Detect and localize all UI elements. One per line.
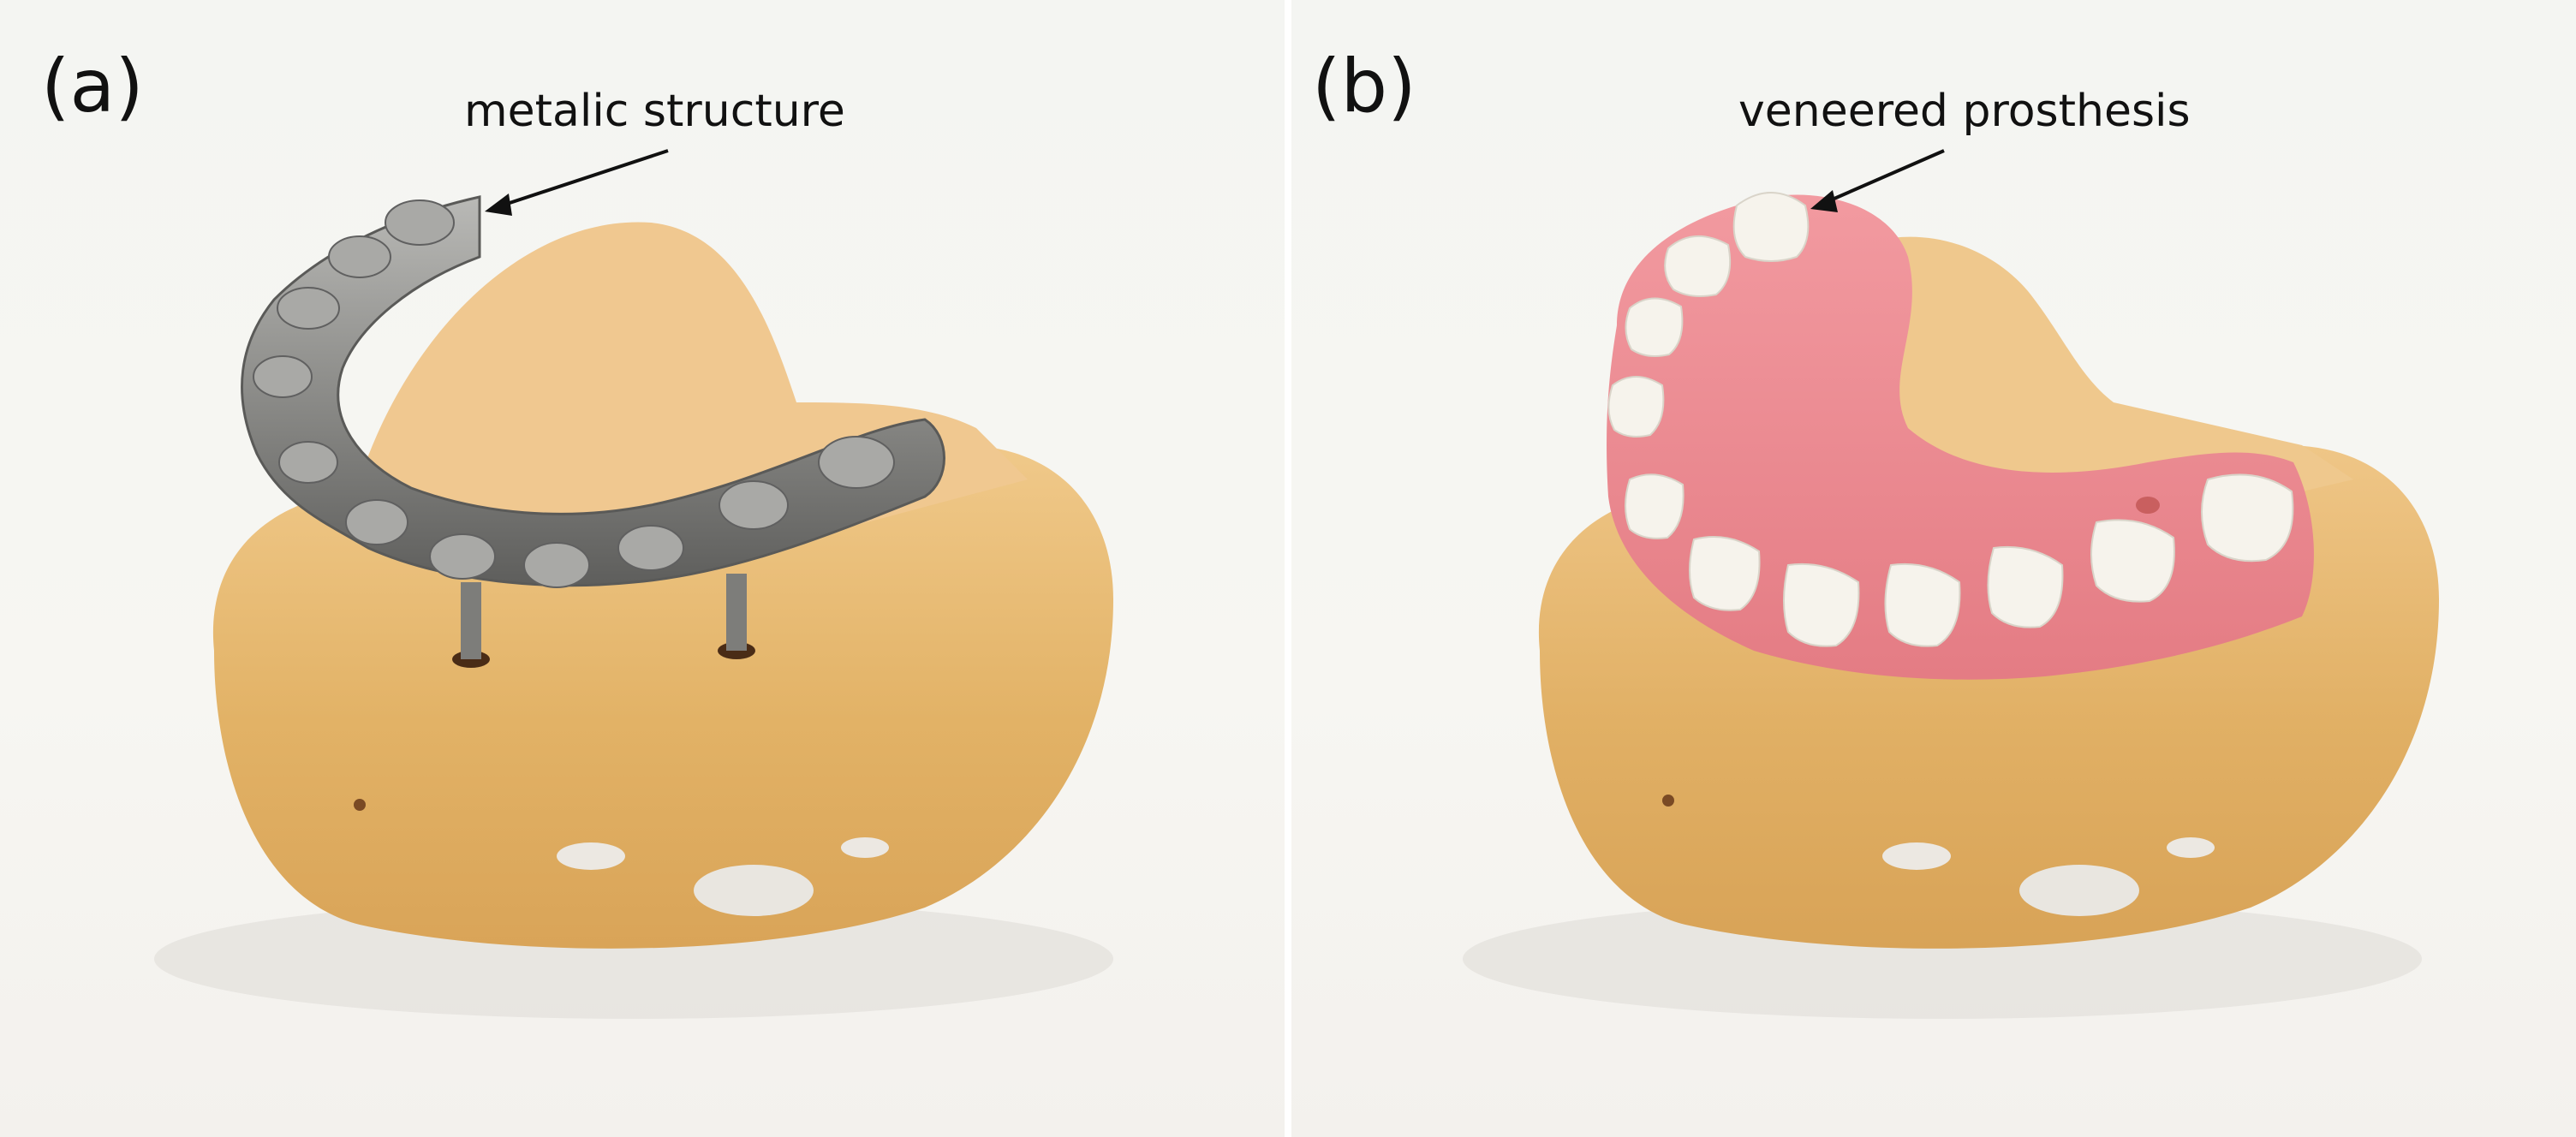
implant-post xyxy=(726,574,747,651)
annotation-veneered-prosthesis: veneered prosthesis xyxy=(1738,86,2191,137)
chip-spot xyxy=(2019,865,2139,916)
chip-spot xyxy=(841,837,889,858)
chip-spot xyxy=(1882,842,1951,870)
pore xyxy=(354,799,366,811)
prosthetic-teeth xyxy=(1607,192,2294,647)
annotation-arrow xyxy=(1822,149,1945,205)
panel-label-a: (a) xyxy=(41,44,144,129)
arrow-head xyxy=(485,193,512,216)
panel-b-photo xyxy=(1291,0,2576,1137)
panel-divider xyxy=(1285,0,1291,1137)
arrow-head xyxy=(1810,190,1838,212)
metal-crowns xyxy=(253,199,895,588)
chip-spot xyxy=(694,865,814,916)
panel-b: (b) veneered prosthesis xyxy=(1291,0,2576,1137)
pore xyxy=(1662,795,1674,807)
annotation-metalic-structure: metalic structure xyxy=(464,86,845,137)
cast-shadow xyxy=(1463,899,2422,1019)
annotation-arrow xyxy=(496,149,669,209)
panel-label-b: (b) xyxy=(1312,44,1416,129)
chip-spot xyxy=(557,842,625,870)
chip-spot xyxy=(2167,837,2215,858)
panel-a-photo xyxy=(0,0,1285,1137)
implant-post xyxy=(461,582,481,659)
panel-a: (a) metalic structure xyxy=(0,0,1285,1137)
screw-access-hole xyxy=(2136,497,2160,514)
